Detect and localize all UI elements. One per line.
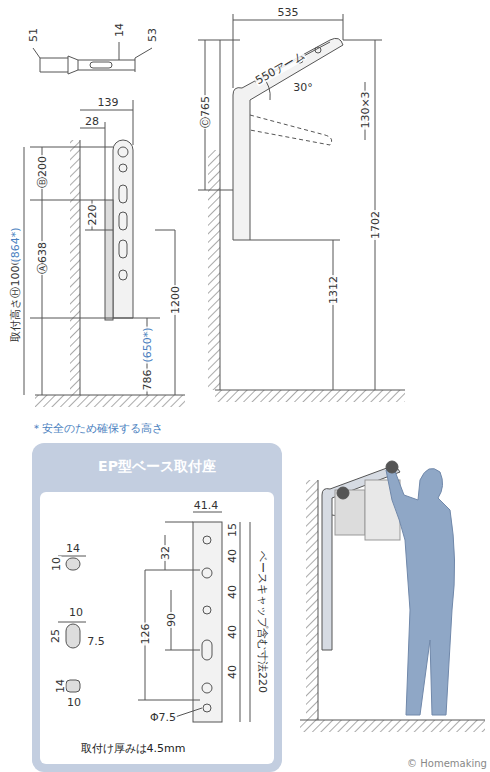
dimension-label: 7.5 xyxy=(86,636,106,647)
dimension-label: 30° xyxy=(292,82,314,93)
rotated-dimension-label: 14 xyxy=(114,22,125,38)
rotated-dimension-label: 90 xyxy=(166,612,177,628)
dimension-label: 139 xyxy=(97,97,120,108)
rotated-dimension-label: Ⓐ638 xyxy=(37,241,48,275)
rotated-dimension-label: 786 xyxy=(142,369,153,392)
rotated-dimension-label: 40 xyxy=(227,584,238,600)
dimension-label: © Homemaking xyxy=(406,759,488,769)
rotated-dimension-label: 15 xyxy=(227,522,238,538)
dimension-label: 14 xyxy=(65,543,81,554)
dimension-label: 10 xyxy=(68,607,84,618)
rotated-dimension-label: 40 xyxy=(227,548,238,564)
rotated-dimension-label: 220 xyxy=(87,204,98,227)
rotated-dimension-label: 130×3 xyxy=(360,90,371,129)
rotated-dimension-label: 1200 xyxy=(170,285,181,315)
dimension-label: 10 xyxy=(66,697,82,708)
rotated-dimension-label: 取付高さⒽ1000 xyxy=(10,258,21,343)
dimension-label: 41.4 xyxy=(193,500,220,511)
rotated-dimension-label: 40 xyxy=(227,664,238,680)
panel-title: EP型ベース取付座 xyxy=(32,443,282,476)
dimension-label: 取付け厚みは4.5mm xyxy=(80,743,187,754)
rotated-dimension-label: (650*) xyxy=(142,326,153,363)
rotated-dimension-label: 126 xyxy=(140,623,151,646)
rotated-dimension-label: 1702 xyxy=(370,210,381,240)
rotated-dimension-label: 32 xyxy=(160,545,171,561)
dimension-label: 535 xyxy=(277,7,300,18)
rotated-dimension-label: 25 xyxy=(50,628,61,644)
dimension-label: ＊安全のため確保する高さ xyxy=(30,423,164,434)
rotated-dimension-label: (864*) xyxy=(10,226,21,263)
dimension-label: Φ7.5 xyxy=(149,712,177,723)
rotated-dimension-label: 1312 xyxy=(328,275,339,305)
rotated-dimension-label: 53 xyxy=(147,27,158,43)
rotated-dimension-label: ベースキャップ含む寸法220 xyxy=(257,550,268,694)
rotated-dimension-label: 14 xyxy=(55,678,66,694)
panel-header: EP型ベース取付座 xyxy=(32,443,282,491)
rotated-dimension-label: 40 xyxy=(227,624,238,640)
rotated-dimension-label: 51 xyxy=(28,27,39,43)
rotated-dimension-label: Ⓑ200 xyxy=(37,155,48,189)
dimension-label: 28 xyxy=(84,116,100,127)
rotated-dimension-label: Ⓒ765 xyxy=(200,95,211,129)
rotated-dimension-label: 10 xyxy=(51,556,62,572)
